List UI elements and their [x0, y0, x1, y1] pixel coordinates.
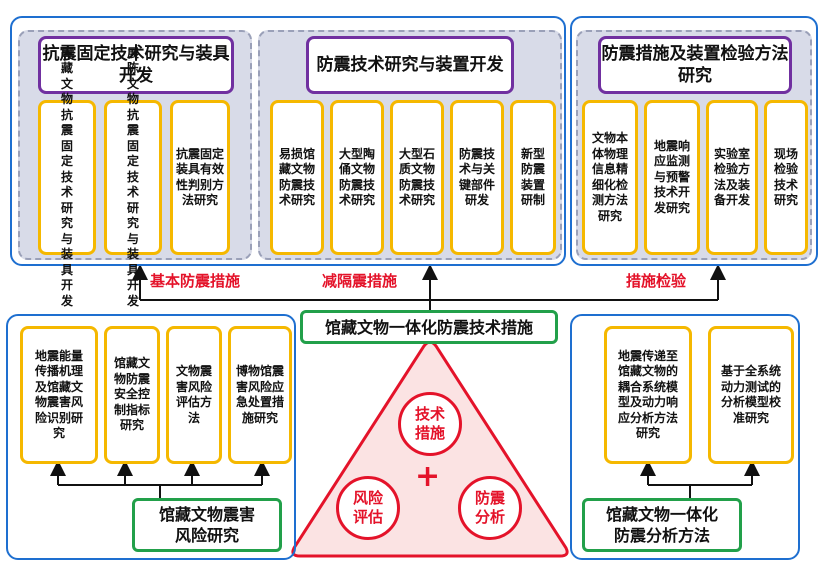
circle-seismic-analysis: 防震分析	[458, 476, 522, 540]
risk-research-title: 馆藏文物震害风险研究	[132, 498, 282, 552]
plus-sign: +	[415, 459, 441, 494]
label-isolation-measures: 减隔震措施	[322, 272, 398, 290]
check-item-2: 地震响应监测与预警技术开发研究	[644, 100, 700, 255]
top-right-panel	[570, 16, 818, 266]
risk-item-3: 文物震害风险评估方法	[166, 326, 222, 464]
top-main-panel	[10, 16, 566, 266]
fixing-item-3: 抗震固定装具有效性判别方法研究	[170, 100, 230, 255]
fixing-item-2: 展陈文物抗震固定技术研究与装具开发	[104, 46, 162, 308]
analysis-item-1: 地震传递至馆藏文物的耦合系统模型及动力响应分析方法研究	[604, 326, 692, 464]
check-item-1: 文物本体物理信息精细化检测方法研究	[582, 100, 638, 255]
isolation-item-5: 新型防震装置研制	[510, 100, 556, 255]
isolation-item-2: 大型陶俑文物防震技术研究	[330, 100, 384, 255]
bottom-right-panel	[570, 314, 800, 560]
fixing-item-1: 库藏文物抗震固定技术研究与装具开发	[38, 46, 96, 308]
group-check-title: 防震措施及装置检验方法研究	[598, 36, 792, 94]
isolation-item-1: 易损馆藏文物防震技术研究	[270, 100, 324, 255]
bottom-left-panel	[6, 314, 296, 560]
analysis-method-title: 馆藏文物一体化防震分析方法	[582, 498, 742, 552]
isolation-item-3: 大型石质文物防震技术研究	[390, 100, 444, 255]
risk-item-4: 博物馆震害风险应急处置措施研究	[228, 326, 292, 464]
group-fixing-title: 抗震固定技术研究与装具开发	[38, 36, 234, 94]
risk-item-1: 地震能量传播机理及馆藏文物震害风险识别研究	[20, 326, 98, 464]
group-isolation-title: 防震技术研究与装置开发	[306, 36, 514, 94]
circle-risk-assessment: 风险评估	[336, 476, 400, 540]
check-item-3: 实验室检验方法及装备开发	[706, 100, 758, 255]
analysis-item-2: 基于全系统动力测试的分析模型校准研究	[708, 326, 794, 464]
center-title: 馆藏文物一体化防震技术措施	[300, 310, 558, 344]
label-measure-check: 措施检验	[626, 272, 687, 290]
label-basic-measures: 基本防震措施	[150, 272, 241, 290]
risk-item-2: 馆藏文物防震安全控制指标研究	[104, 326, 160, 464]
circle-technical-measures: 技术措施	[398, 392, 462, 456]
check-item-4: 现场检验技术研究	[764, 100, 808, 255]
isolation-item-4: 防震技术与关键部件研发	[450, 100, 504, 255]
